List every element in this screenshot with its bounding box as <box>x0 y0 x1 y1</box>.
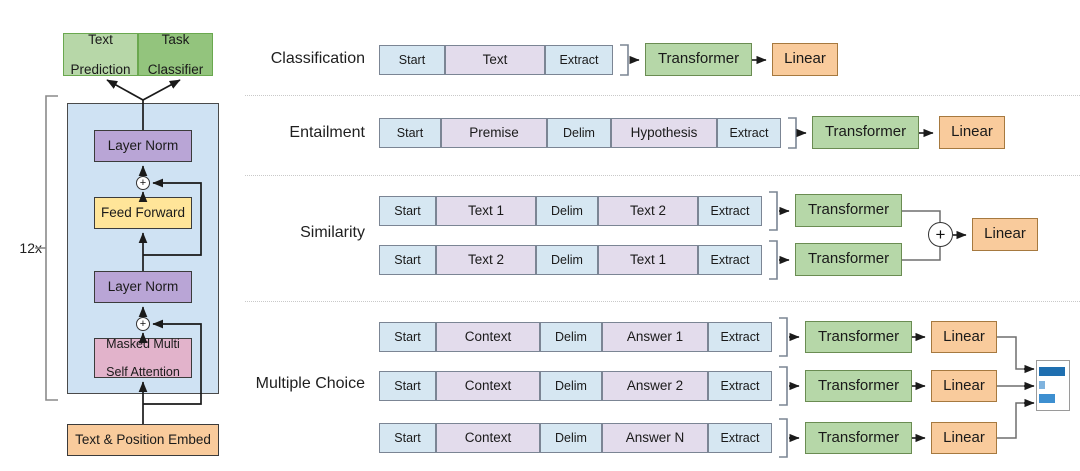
task-label-entailment: Entailment <box>289 124 365 141</box>
token-delim: Delim <box>547 118 611 148</box>
transformer-mc-3: Transformer <box>805 422 912 454</box>
residual-add-top-symbol: + <box>139 176 147 189</box>
layer-norm-top-label: Layer Norm <box>107 138 179 154</box>
head-text-prediction-line1: Text <box>88 31 113 47</box>
token-start: Start <box>379 118 441 148</box>
token-extract: Extract <box>717 118 781 148</box>
transformer-similarity-2: Transformer <box>795 243 902 276</box>
task-label-classification: Classification <box>270 50 365 67</box>
transformer-entailment: Transformer <box>812 116 919 149</box>
token-start: Start <box>379 371 436 401</box>
layer-norm-bottom-label: Layer Norm <box>107 279 179 295</box>
residual-add-bottom: + <box>136 317 150 331</box>
transformer-mc-1: Transformer <box>805 321 912 353</box>
token-context: Context <box>436 322 540 352</box>
feed-forward: Feed Forward <box>94 197 192 229</box>
similarity-add-symbol: + <box>935 225 946 244</box>
linear-mc-2: Linear <box>931 370 997 402</box>
mc-bar-3 <box>1039 394 1055 403</box>
token-extract: Extract <box>545 45 613 75</box>
separator-1 <box>245 95 1080 96</box>
mc-bar-2 <box>1039 381 1045 389</box>
text-position-embed: Text & Position Embed <box>67 424 219 456</box>
token-text-2: Text 2 <box>436 245 536 275</box>
feed-forward-label: Feed Forward <box>100 205 186 221</box>
token-text: Text <box>445 45 545 75</box>
token-start: Start <box>379 423 436 453</box>
linear-similarity: Linear <box>972 218 1038 251</box>
masked-multi-self-attention: Masked Multi Self Attention <box>94 337 192 379</box>
task-label-multiple-choice: Multiple Choice <box>255 375 365 392</box>
head-text-prediction: Text Prediction <box>63 31 138 78</box>
token-delim: Delim <box>540 371 602 401</box>
token-delim: Delim <box>540 423 602 453</box>
masked-attention-line2: Self Attention <box>106 365 180 379</box>
layer-norm-bottom: Layer Norm <box>94 271 192 303</box>
separator-2 <box>245 175 1080 176</box>
linear-mc-1: Linear <box>931 321 997 353</box>
transformer-similarity-1: Transformer <box>795 194 902 227</box>
token-start: Start <box>379 322 436 352</box>
linear-mc-3: Linear <box>931 422 997 454</box>
similarity-add-circle: + <box>928 222 953 247</box>
token-answer-1: Answer 1 <box>602 322 708 352</box>
masked-attention-line1: Masked Multi <box>106 337 180 351</box>
residual-add-bottom-symbol: + <box>139 317 147 330</box>
token-answer-2: Answer 2 <box>602 371 708 401</box>
token-delim: Delim <box>540 322 602 352</box>
mc-bar-1 <box>1039 367 1065 376</box>
residual-add-top: + <box>136 176 150 190</box>
token-extract: Extract <box>708 322 772 352</box>
task-label-similarity: Similarity <box>300 224 365 241</box>
token-start: Start <box>379 196 436 226</box>
head-task-classifier: Task Classifier <box>138 31 213 78</box>
repeat-count-label: 12x <box>19 240 42 256</box>
token-text-1: Text 1 <box>598 245 698 275</box>
token-extract: Extract <box>698 245 762 275</box>
token-delim: Delim <box>536 245 598 275</box>
mc-output-distribution <box>1036 360 1070 411</box>
token-text-2: Text 2 <box>598 196 698 226</box>
head-task-classifier-line2: Classifier <box>147 62 204 78</box>
token-extract: Extract <box>698 196 762 226</box>
token-context: Context <box>436 371 540 401</box>
token-hypothesis: Hypothesis <box>611 118 717 148</box>
layer-norm-top: Layer Norm <box>94 130 192 162</box>
token-text-1: Text 1 <box>436 196 536 226</box>
transformer-classification: Transformer <box>645 43 752 76</box>
linear-entailment: Linear <box>939 116 1005 149</box>
head-task-classifier-line1: Task <box>161 31 190 47</box>
text-position-embed-label: Text & Position Embed <box>75 432 211 448</box>
linear-classification: Linear <box>772 43 838 76</box>
token-extract: Extract <box>708 371 772 401</box>
separator-3 <box>245 301 1080 302</box>
token-context: Context <box>436 423 540 453</box>
token-start: Start <box>379 45 445 75</box>
transformer-mc-2: Transformer <box>805 370 912 402</box>
token-premise: Premise <box>441 118 547 148</box>
token-answer-n: Answer N <box>602 423 708 453</box>
token-extract: Extract <box>708 423 772 453</box>
head-text-prediction-line2: Prediction <box>70 62 131 78</box>
token-delim: Delim <box>536 196 598 226</box>
token-start: Start <box>379 245 436 275</box>
